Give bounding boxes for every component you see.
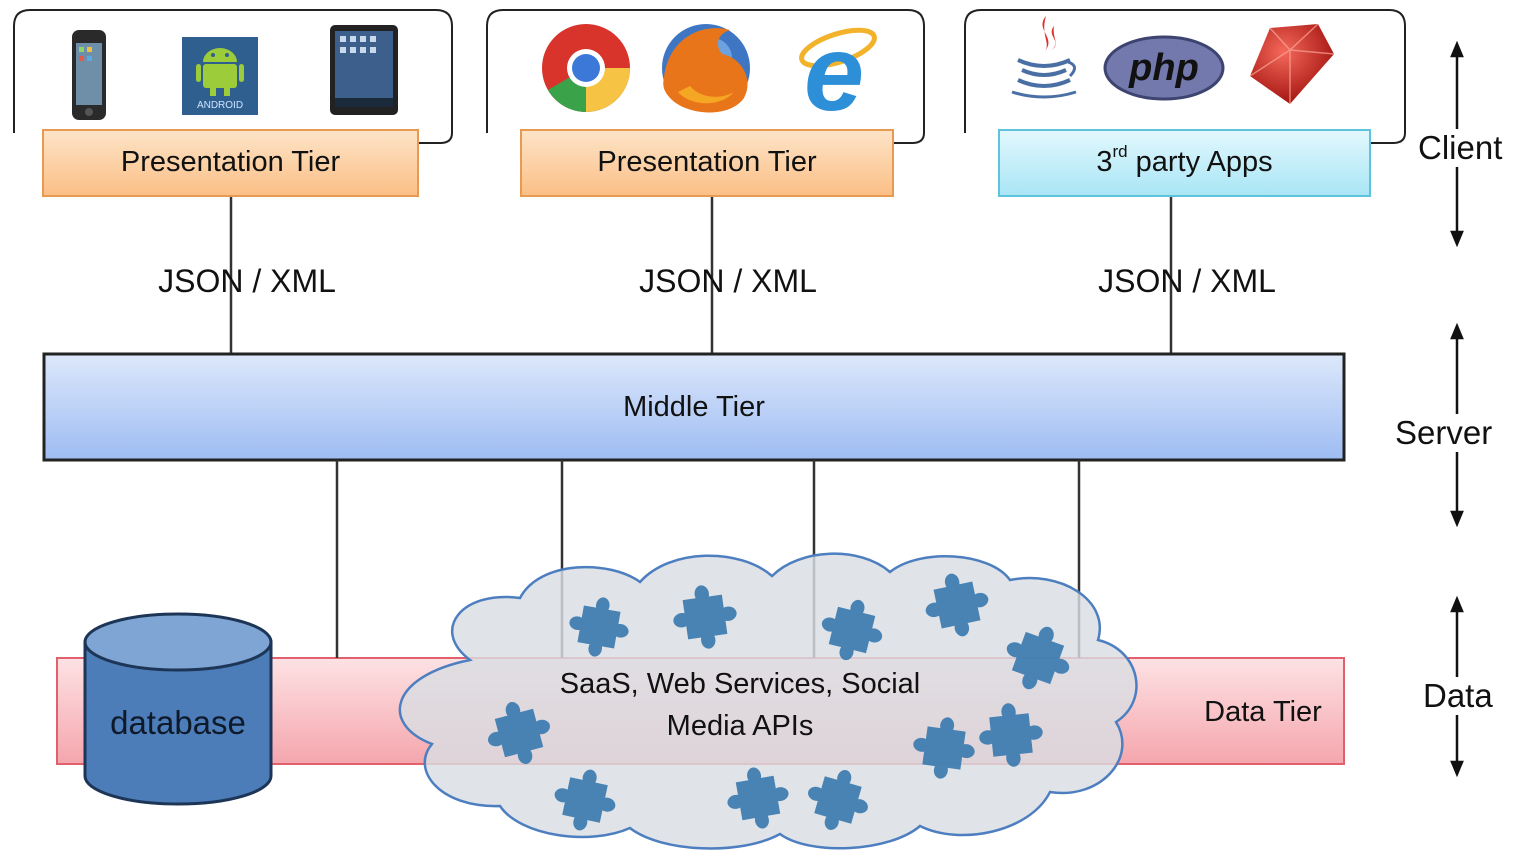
server-layer-label: Server <box>1393 414 1495 452</box>
php-wordmark: php <box>1128 47 1199 89</box>
android-wordmark: ANDROID <box>197 100 243 111</box>
presentation-tier-label-browsers: Presentation Tier <box>597 146 817 178</box>
presentation-tier-box-mobile <box>42 129 419 197</box>
database-label: database <box>110 704 246 741</box>
presentation-tier-label-mobile: Presentation Tier <box>120 146 341 178</box>
presentation-tier-box-browsers <box>520 129 894 197</box>
client-group-box-browsers <box>486 9 925 144</box>
protocol-label-third-party: JSON / XML <box>1098 263 1276 299</box>
ipad-icon <box>330 25 398 115</box>
ie-glyph: e <box>804 12 864 133</box>
database-cylinder <box>83 612 273 806</box>
firefox-icon <box>662 24 750 113</box>
iphone-icon <box>72 30 106 120</box>
internet-explorer-icon: e <box>799 12 877 133</box>
client-connectors <box>229 197 1173 354</box>
android-icon: ANDROID <box>182 37 258 115</box>
php-icon: php <box>1103 35 1225 101</box>
client-group-box-mobile <box>13 9 453 144</box>
web-services-cloud <box>398 552 1138 850</box>
client-layer-label: Client <box>1416 129 1505 167</box>
data-layer-label: Data <box>1421 677 1495 715</box>
third-party-apps-box <box>998 129 1371 197</box>
protocol-label-browsers: JSON / XML <box>639 263 817 299</box>
cloud-label-line-1: SaaS, Web Services, Social <box>559 668 921 700</box>
third-party-apps-label-number: 3 <box>1096 146 1113 178</box>
third-party-apps-label-ordinal: rd <box>1112 142 1128 161</box>
ruby-icon <box>1249 23 1335 104</box>
chrome-icon <box>542 24 630 112</box>
middle-tier-label: Middle Tier <box>623 391 765 423</box>
cloud-label-line-2: Media APIs <box>666 710 814 742</box>
java-icon <box>1011 16 1077 99</box>
protocol-label-mobile: JSON / XML <box>158 263 336 299</box>
third-party-apps-label: 3rd party Apps <box>999 143 1370 179</box>
client-group-box-third-party <box>964 9 1406 144</box>
data-tier-label: Data Tier <box>1204 696 1322 728</box>
middle-tier-box <box>42 352 1346 462</box>
third-party-apps-label-text: party Apps <box>1127 146 1273 178</box>
